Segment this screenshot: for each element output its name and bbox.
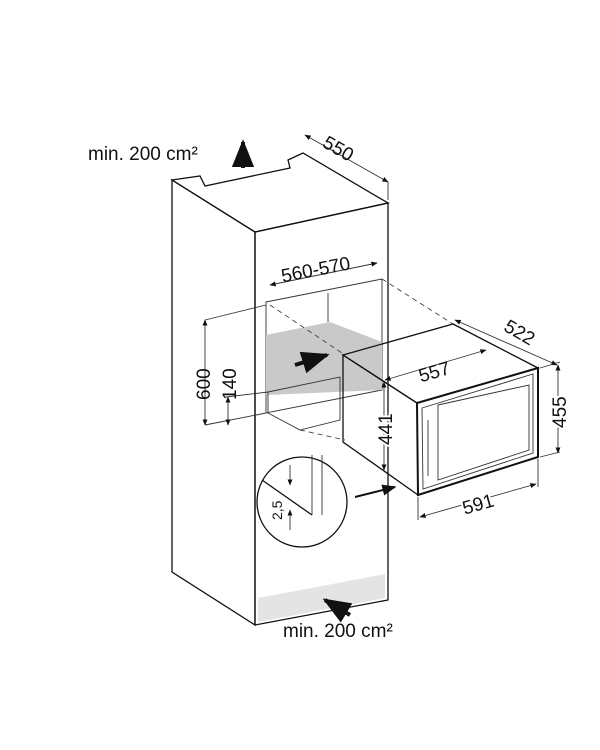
dim-appliance-height-side: 441 <box>376 413 397 445</box>
dim-appliance-height-front: 455 <box>550 396 571 428</box>
vent-top-label: min. 200 cm² <box>88 144 198 165</box>
dim-gap: 2,5 <box>269 500 285 520</box>
vent-bottom-label: min. 200 cm² <box>283 621 393 642</box>
dim-appliance-width-front: 591 <box>460 491 496 520</box>
niche <box>265 278 383 431</box>
dim-appliance-width-top: 557 <box>416 358 452 387</box>
drawer <box>267 376 341 431</box>
dim-niche-width: 560-570 <box>280 253 352 287</box>
detail-circle <box>256 455 397 548</box>
appliance <box>341 323 540 497</box>
tall-cabinet <box>170 152 390 627</box>
dim-niche-height: 600 <box>194 368 215 400</box>
dim-drawer-height: 140 <box>220 368 241 400</box>
plinth-vent <box>258 574 385 622</box>
insert-arrow-icon <box>294 351 330 374</box>
dim-appliance-depth: 522 <box>500 316 538 350</box>
vent-in-arrow-icon <box>322 598 353 623</box>
glass-door <box>437 384 530 481</box>
